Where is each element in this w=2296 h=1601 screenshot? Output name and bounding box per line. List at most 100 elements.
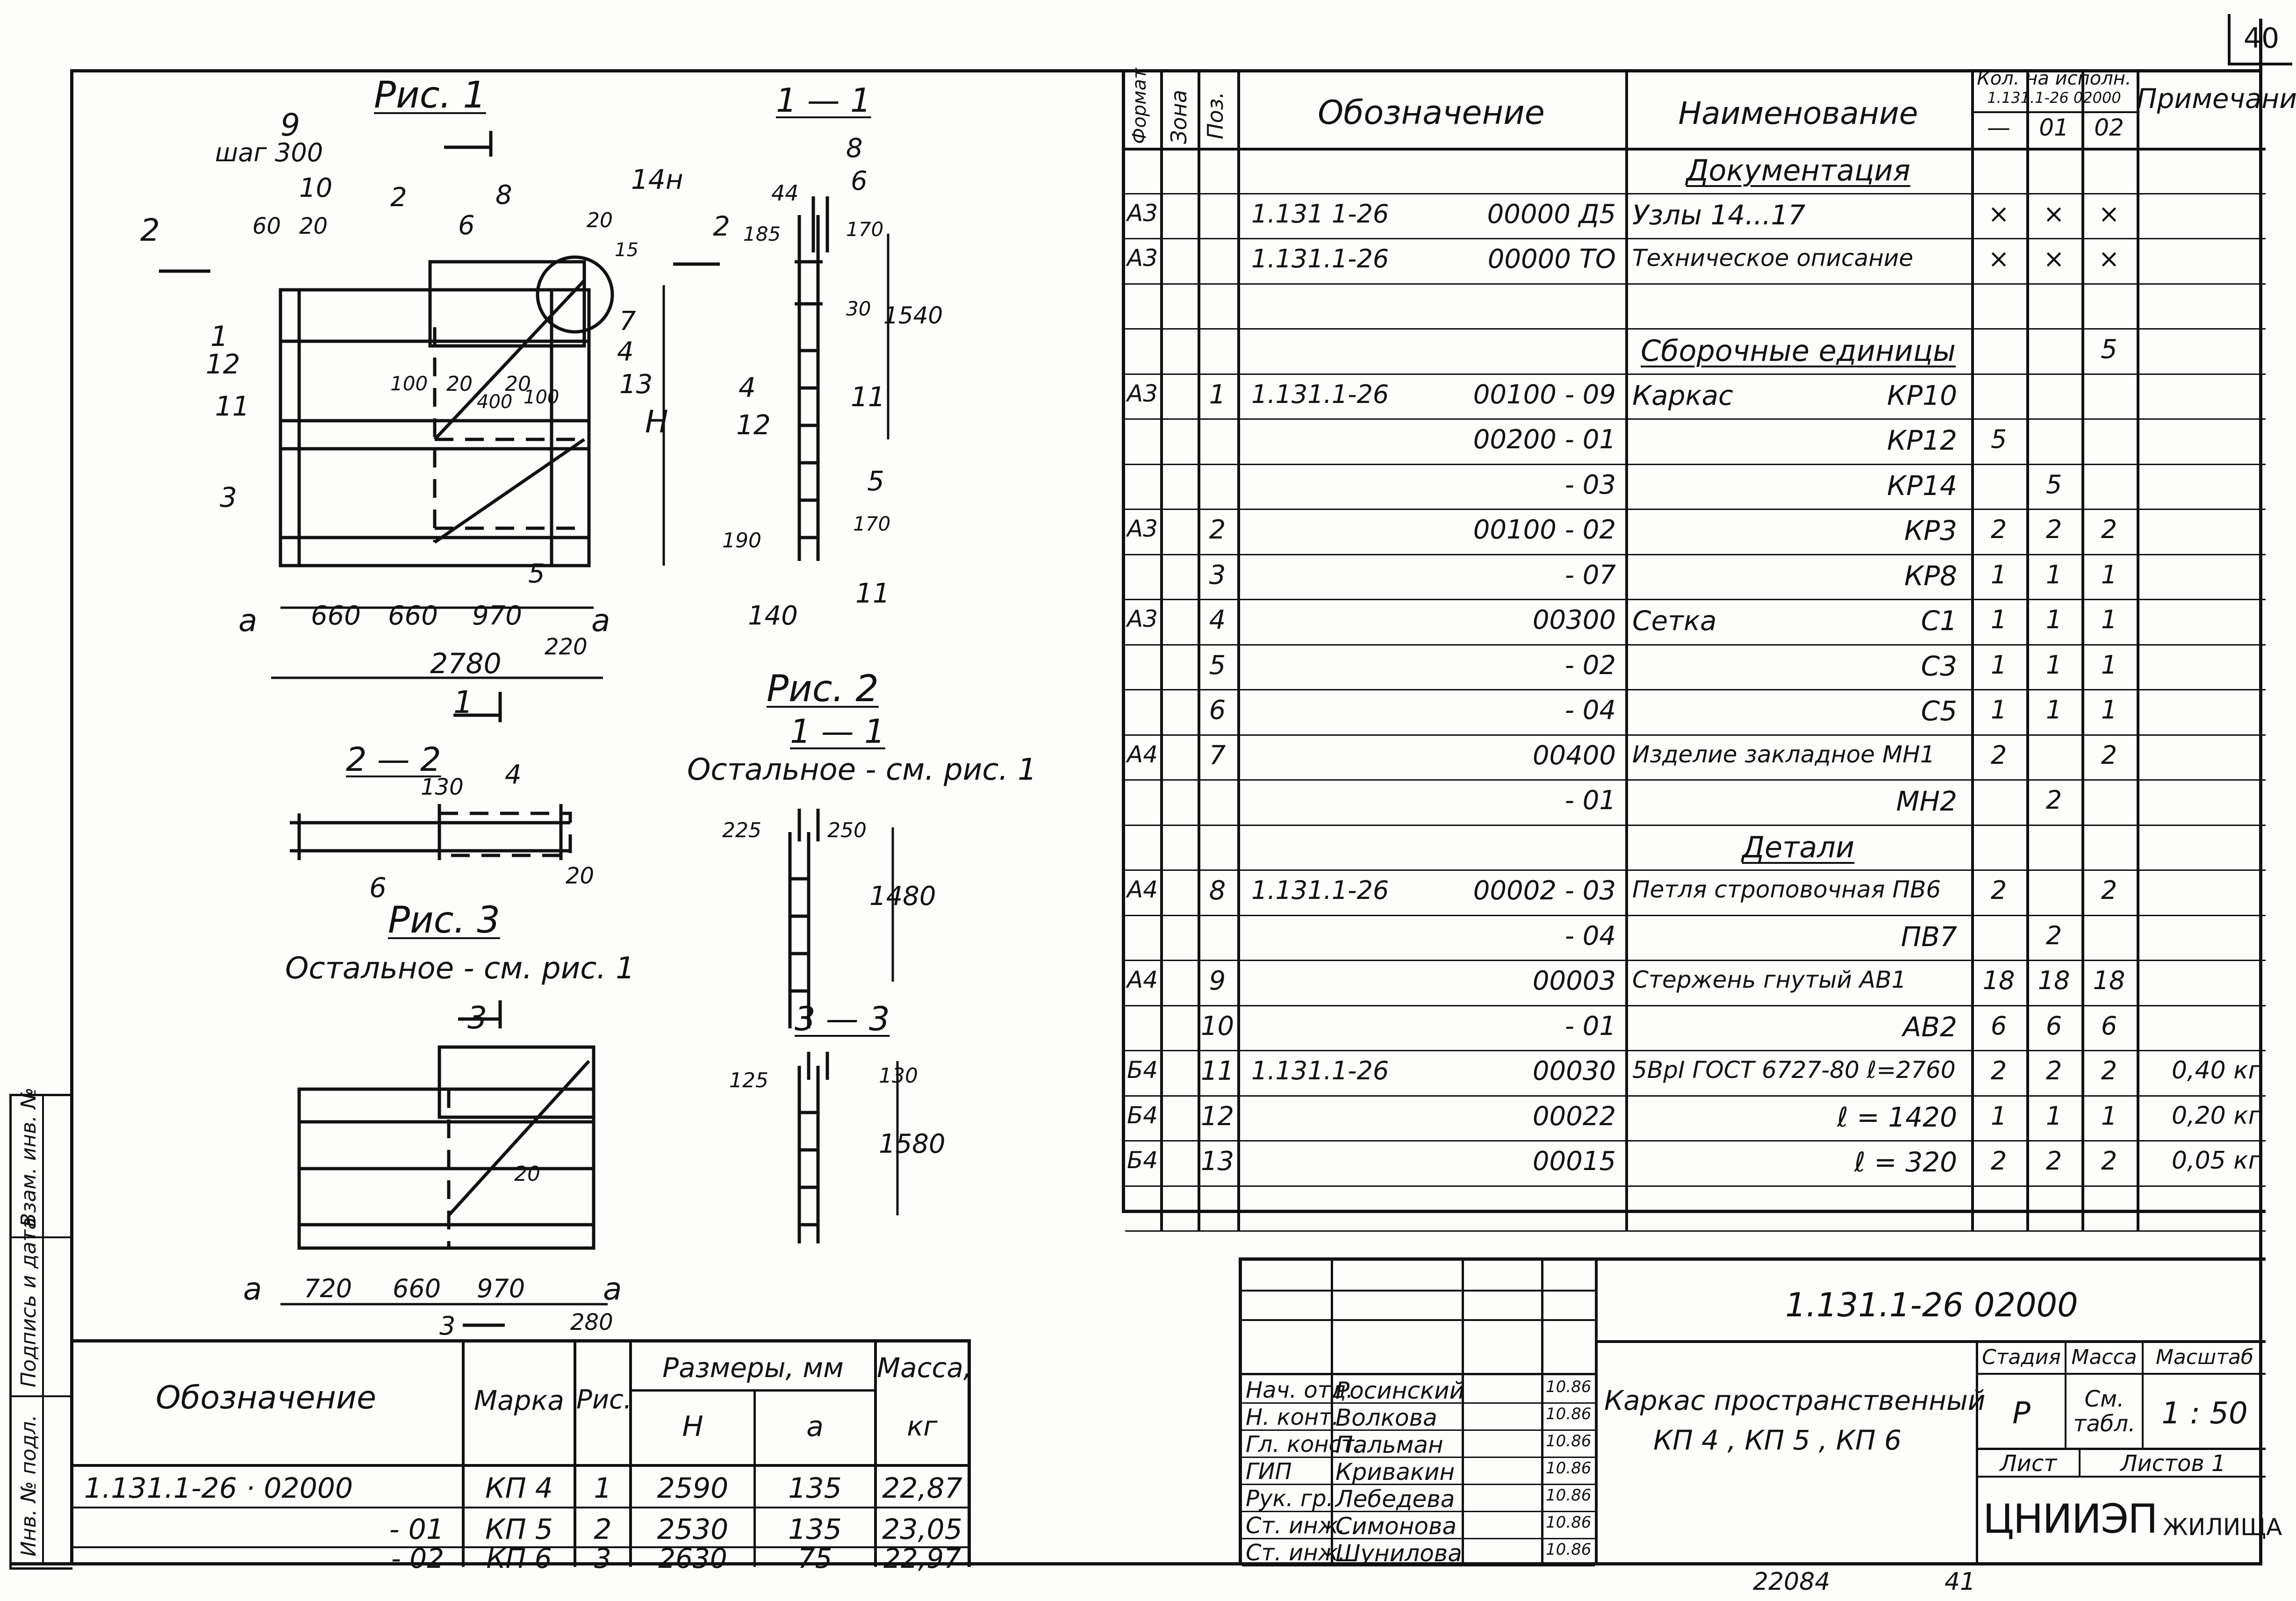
spec-cell-q1: × [2043,199,2065,229]
dimension-label: 2780 [430,647,502,680]
spec-cell-q0: 1 [1990,605,2007,634]
dimension-label: 20 [299,213,328,239]
spec-cell-fmt: А3 [1127,199,1158,227]
spec-cell-q1: 6 [2045,1011,2062,1041]
dimension-label: 44 [771,180,799,206]
dimension-label: 100 [390,372,428,395]
frame-bottom [9,1562,2262,1565]
spec-cell-name-l: Каркас [1632,379,1733,411]
spec-cell-q0: 1 [1990,560,2007,589]
dimension-label: 8 [846,133,863,164]
dimension-label: 2 [390,182,407,213]
spec-cell-num: 00200 - 01 [1473,424,1616,455]
spec-cell-name-l: Изделие закладное МН1 [1632,740,1935,768]
dimension-label: 10 [299,173,333,203]
spec-cell-note: 0,05 кг [2171,1147,2261,1175]
dimension-label: 190 [722,529,761,553]
signature-date: 10.86 [1546,1432,1592,1450]
spec-cell-pos: 9 [1209,966,1226,996]
vt-cell-mass: 23,05 [882,1513,962,1546]
signature-role: ГИП [1246,1458,1292,1485]
dimension-label: 4 [739,372,756,403]
spec-header-qty-col-1: 01 [2039,114,2069,141]
spec-cell-num: - 03 [1564,469,1616,500]
vt-cell-mass: 22,97 [883,1543,961,1574]
dimension-label: 20 [505,372,531,396]
spec-header-qty-col-2: 02 [2094,114,2124,141]
spec-cell-q1: 1 [2045,1101,2062,1131]
spec-cell-num: 00030 [1532,1056,1616,1086]
spec-cell-q2: 6 [2101,1011,2117,1041]
vt-cell-a: 75 [797,1543,832,1574]
spec-cell-pos: 3 [1209,560,1226,590]
fig1-title: Рис. 1 [374,74,486,116]
dimension-label: 5 [867,465,884,497]
dimension-label: 9 [280,107,300,143]
dimension-label: 3 [467,1000,487,1036]
spec-cell-q0: 5 [1990,424,2007,454]
spec-cell-q2: 1 [2101,1101,2117,1131]
spec-cell-q2: 1 [2101,695,2117,725]
fig3-note: Остальное - см. рис. 1 [285,951,635,986]
spec-cell-name-r: ℓ = 320 [1854,1146,1957,1178]
spec-cell-fmt: А4 [1127,740,1158,768]
signature-date: 10.86 [1546,1486,1592,1505]
spec-cell-note: 0,40 кг [2171,1056,2261,1084]
vt-cell-H: 2590 [657,1472,729,1505]
spec-cell-q1: 2 [2045,920,2062,950]
dimension-label: 7 [619,306,636,337]
spec-cell-pos: 13 [1200,1146,1234,1177]
dimension-label: 4 [505,760,522,790]
scale-label: Масштаб [2155,1345,2254,1369]
scale-value: 1 : 50 [2161,1396,2248,1431]
spec-cell-name-l: Узлы 14...17 [1632,199,1806,231]
spec-cell-code: 1.131 1-26 [1251,199,1389,229]
spec-cell-q1: 5 [2045,469,2062,499]
spec-cell-num: 00000 Д5 [1487,199,1616,230]
spec-cell-name-r: С5 [1921,695,1957,727]
vt-cell-a: 135 [788,1513,842,1546]
dimension-label: 60 [252,213,281,239]
dimension-label: a [603,1271,622,1307]
vt-cell-fig: 1 [594,1472,612,1505]
spec-cell-name-r: КР14 [1887,469,1957,502]
dimension-label: a [243,1271,262,1307]
dimension-label: 2 [140,212,160,248]
spec-cell-num: 00003 [1532,966,1616,996]
signature-role: Гл. конст. [1246,1431,1362,1457]
spec-cell-fmt: А4 [1127,966,1158,993]
spec-cell-q0: 18 [1982,966,2015,995]
vt-cell-mark: КП 6 [486,1543,552,1574]
vt-cell-a: 135 [788,1472,842,1505]
dimension-label: 170 [846,218,884,241]
dimension-label: 280 [570,1309,613,1335]
spec-cell-code: 1.131.1-26 [1251,876,1389,905]
dimension-label: 400 [477,391,513,413]
spec-header-designation: Обозначение [1318,93,1545,132]
spec-cell-name-r: КР12 [1887,424,1957,456]
spec-cell-num: 00000 ТО [1487,244,1616,274]
dimension-label: 20 [446,372,473,396]
vt-cell-mass: 22,87 [882,1472,962,1505]
dimension-label: 6 [851,166,868,196]
dimension-label: 8 [495,180,512,210]
dimension-label: 11 [855,577,890,609]
dimension-label: 14н [631,164,683,195]
spec-cell-q2: 2 [2101,740,2117,770]
vt-cell-designation: - 01 [389,1513,444,1546]
spec-cell-q0: × [1988,199,2009,229]
spec-cell-q2: 1 [2101,560,2117,589]
spec-cell-pos: 5 [1209,650,1226,681]
signature-date: 10.86 [1546,1378,1592,1396]
dimension-label: 20 [587,208,613,232]
spec-cell-fmt: А3 [1127,380,1158,407]
dimension-label: 125 [729,1069,768,1092]
signature-role: Рук. гр. [1246,1486,1334,1512]
spec-header-qty-sub: 1.131.1-26 02000 [1987,89,2121,107]
spec-cell-fmt: А3 [1127,515,1158,542]
signature-name: Шунилова [1335,1540,1462,1567]
vt-header-mass-unit: кг [907,1410,938,1442]
dimension-label: 1540 [883,302,943,329]
spec-cell-q0: × [1988,244,2009,273]
spec-cell-q1: 2 [2045,1146,2062,1176]
